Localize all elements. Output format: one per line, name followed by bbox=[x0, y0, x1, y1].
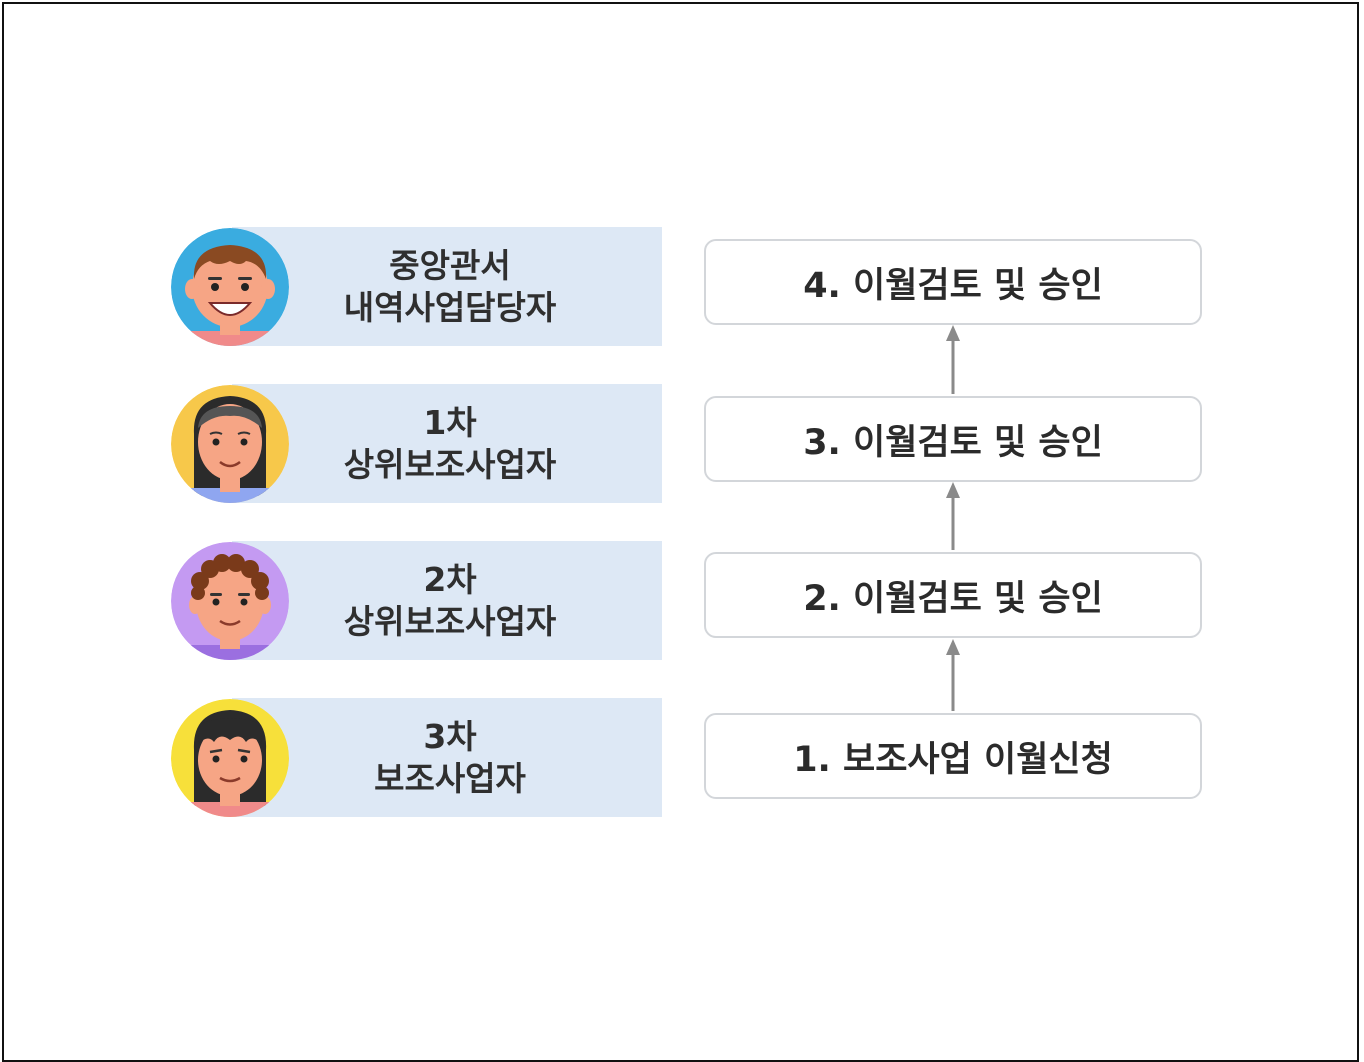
step-box-1: 1. 보조사업 이월신청 bbox=[704, 713, 1202, 799]
role-label-tier2: 2차 상위보조사업자 bbox=[260, 541, 640, 660]
woman-long-hair-avatar-icon bbox=[171, 385, 289, 503]
role-label-tier1: 1차 상위보조사업자 bbox=[260, 384, 640, 503]
step-box-4: 4. 이월검토 및 승인 bbox=[704, 239, 1202, 325]
role-subtitle: 내역사업담당자 bbox=[343, 287, 557, 327]
role-subtitle: 보조사업자 bbox=[374, 758, 526, 798]
step-label: 3. 이월검토 및 승인 bbox=[803, 422, 1103, 463]
role-title: 2차 bbox=[423, 559, 477, 599]
role-band-tier2 bbox=[232, 541, 662, 660]
step-label: 4. 이월검토 및 승인 bbox=[803, 265, 1103, 306]
smiling-man-avatar-icon bbox=[171, 228, 289, 346]
step-box-2: 2. 이월검토 및 승인 bbox=[704, 552, 1202, 638]
role-title: 중앙관서 bbox=[389, 245, 511, 285]
step-label: 2. 이월검토 및 승인 bbox=[803, 578, 1103, 619]
curly-man-avatar-icon bbox=[171, 542, 289, 660]
role-title: 3차 bbox=[423, 716, 477, 756]
woman-bangs-avatar-icon bbox=[171, 699, 289, 817]
role-band-central-official bbox=[232, 227, 662, 346]
role-subtitle: 상위보조사업자 bbox=[343, 444, 557, 484]
role-band-tier3 bbox=[232, 698, 662, 817]
step-label: 1. 보조사업 이월신청 bbox=[793, 739, 1113, 780]
role-label-tier3: 3차 보조사업자 bbox=[260, 698, 640, 817]
role-title: 1차 bbox=[423, 402, 477, 442]
role-band-tier1 bbox=[232, 384, 662, 503]
role-label-central-official: 중앙관서 내역사업담당자 bbox=[260, 227, 640, 346]
step-box-3: 3. 이월검토 및 승인 bbox=[704, 396, 1202, 482]
role-subtitle: 상위보조사업자 bbox=[343, 601, 557, 641]
